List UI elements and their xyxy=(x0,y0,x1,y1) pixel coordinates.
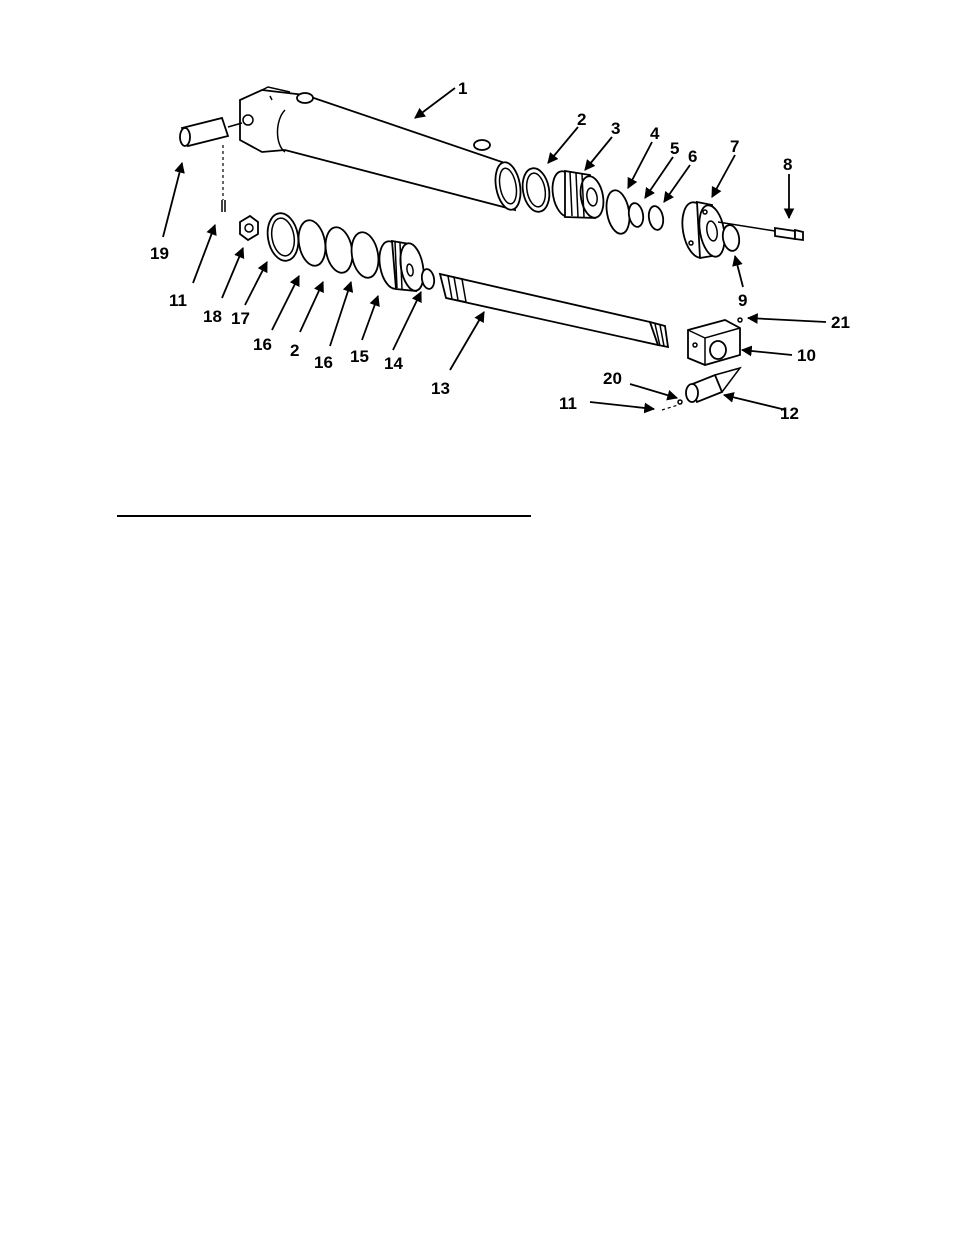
callout-2: 2 xyxy=(577,110,586,129)
callout-8: 8 xyxy=(783,155,792,174)
callout-19: 19 xyxy=(150,244,169,263)
callout-17: 17 xyxy=(231,309,250,328)
piston-rod-13 xyxy=(440,274,668,347)
gland-3 xyxy=(549,169,606,219)
callout-20: 20 xyxy=(603,369,622,388)
callout-12: 12 xyxy=(780,404,799,423)
backup-ring-6 xyxy=(647,205,665,231)
callout-9: 9 xyxy=(738,291,747,310)
callout-21: 21 xyxy=(831,313,850,332)
callout-4: 4 xyxy=(650,124,660,143)
grease-fitting-21 xyxy=(738,318,742,322)
cotter-pin-11-lower xyxy=(662,405,678,410)
cotter-pin-11-upper xyxy=(222,145,225,212)
nut-18 xyxy=(240,216,258,240)
ring-16-b xyxy=(348,230,382,280)
cylinder-barrel xyxy=(240,87,524,212)
callout-10: 10 xyxy=(797,346,816,365)
head-7 xyxy=(678,200,728,260)
piston-15 xyxy=(376,239,427,292)
callout-6: 6 xyxy=(688,147,697,166)
callout-2b: 2 xyxy=(290,341,299,360)
callout-15: 15 xyxy=(350,347,369,366)
ring-16-a xyxy=(295,218,329,268)
callout-3: 3 xyxy=(611,119,620,138)
washer-20 xyxy=(678,400,682,404)
callout-1: 1 xyxy=(458,79,467,98)
callout-11b: 11 xyxy=(559,394,577,413)
callout-11a: 11 xyxy=(169,291,187,310)
callout-13: 13 xyxy=(431,379,450,398)
callout-7: 7 xyxy=(730,137,739,156)
clevis-10 xyxy=(688,320,740,365)
callout-16b: 16 xyxy=(314,353,333,372)
callout-18: 18 xyxy=(203,307,222,326)
callout-14: 14 xyxy=(384,354,403,373)
callout-5: 5 xyxy=(670,139,679,158)
o-ring-14 xyxy=(420,268,435,290)
callout-16a: 16 xyxy=(253,335,272,354)
horizontal-rule xyxy=(117,515,531,517)
pin-19 xyxy=(180,118,242,146)
